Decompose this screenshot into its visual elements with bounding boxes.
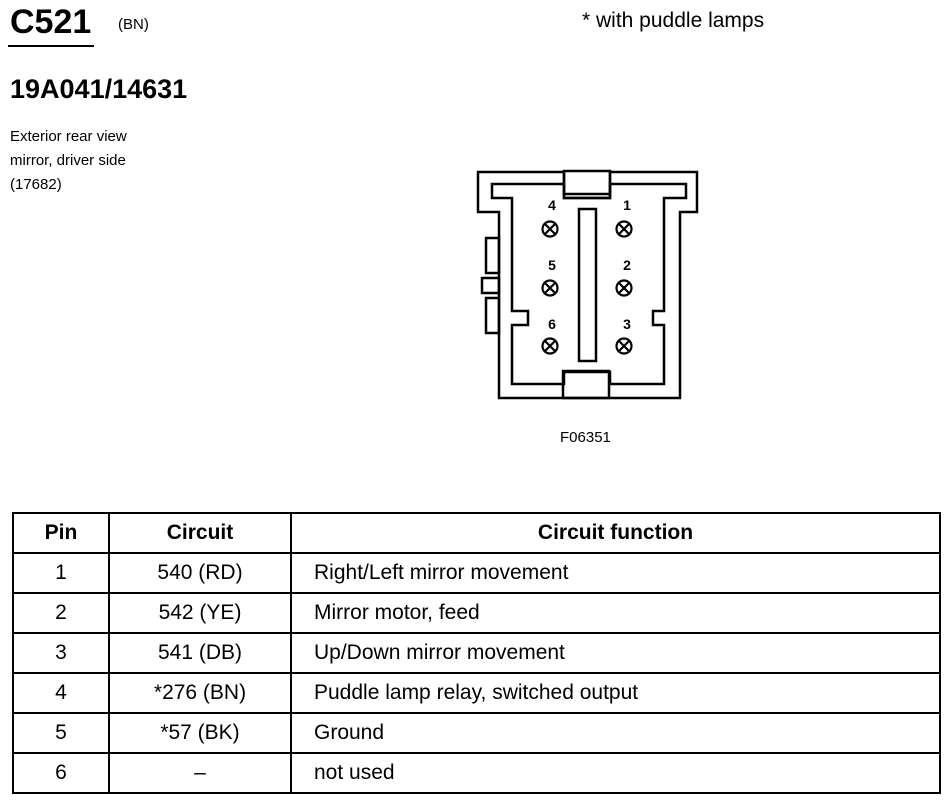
connector-bottom-key [561, 369, 611, 400]
cell-pin: 4 [12, 672, 110, 714]
cell-function: Mirror motor, feed [290, 592, 941, 634]
connector-side-tab [484, 296, 501, 335]
component-description-line: (17682) [10, 176, 62, 193]
cell-circuit: *276 (BN) [108, 672, 292, 714]
pin-label: 3 [623, 316, 631, 332]
table-row: 3 541 (DB) Up/Down mirror movement [12, 632, 941, 674]
cell-pin: 1 [12, 552, 110, 594]
cell-circuit: 540 (RD) [108, 552, 292, 594]
connector-center-divider [577, 207, 598, 363]
pin-label: 2 [623, 257, 631, 273]
cell-pin: 6 [12, 752, 110, 794]
pin-label: 1 [623, 197, 631, 213]
figure-code: F06351 [560, 429, 611, 446]
table-row: 4 *276 (BN) Puddle lamp relay, switched … [12, 672, 941, 714]
pin-label: 4 [548, 197, 556, 213]
cell-circuit: *57 (BK) [108, 712, 292, 754]
connector-color: (BN) [118, 16, 149, 33]
table-header-row: Pin Circuit Circuit function [12, 512, 941, 554]
part-number: 19A041/14631 [10, 74, 188, 104]
cell-function: not used [290, 752, 941, 794]
pin-terminal-3 [615, 337, 633, 355]
cell-pin: 2 [12, 592, 110, 634]
connector-top-latch [562, 169, 612, 200]
component-description-line: Exterior rear view [10, 128, 127, 145]
pin-terminal-4 [541, 220, 559, 238]
footnote: * with puddle lamps [582, 9, 765, 32]
cell-pin: 3 [12, 632, 110, 674]
cell-circuit: 541 (DB) [108, 632, 292, 674]
component-description-line: mirror, driver side [10, 152, 126, 169]
cell-function: Puddle lamp relay, switched output [290, 672, 941, 714]
cell-circuit: – [108, 752, 292, 794]
pin-terminal-1 [615, 220, 633, 238]
connector-inner-cavity [490, 182, 688, 386]
table-row: 5 *57 (BK) Ground [12, 712, 941, 754]
cell-pin: 5 [12, 712, 110, 754]
pin-table: Pin Circuit Circuit function 1 540 (RD) … [12, 512, 941, 794]
header-pin: Pin [12, 512, 110, 554]
connector-id-underline [8, 45, 94, 47]
connector-side-tab [484, 236, 501, 275]
connector-side-tab [480, 276, 501, 295]
connector-face-diagram: 4 1 5 2 6 3 [476, 169, 699, 400]
connector-id: C521 [10, 3, 92, 41]
pin-terminal-2 [615, 279, 633, 297]
pin-label: 5 [548, 257, 556, 273]
header-circuit-function: Circuit function [290, 512, 941, 554]
pin-label: 6 [548, 316, 556, 332]
table-row: 1 540 (RD) Right/Left mirror movement [12, 552, 941, 594]
cell-function: Up/Down mirror movement [290, 632, 941, 674]
table-row: 6 – not used [12, 752, 941, 794]
table-row: 2 542 (YE) Mirror motor, feed [12, 592, 941, 634]
cell-function: Right/Left mirror movement [290, 552, 941, 594]
pin-terminal-5 [541, 279, 559, 297]
cell-circuit: 542 (YE) [108, 592, 292, 634]
header-circuit: Circuit [108, 512, 292, 554]
pin-terminal-6 [541, 337, 559, 355]
cell-function: Ground [290, 712, 941, 754]
